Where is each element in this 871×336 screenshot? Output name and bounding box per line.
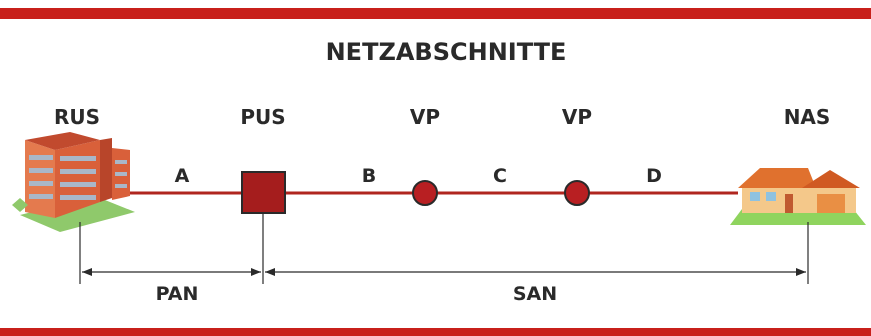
house-icon [730, 168, 866, 225]
node-label-nas: NAS [783, 105, 831, 129]
node-label-vp-1: VP [409, 105, 441, 129]
span-label-san: SAN [512, 283, 558, 305]
san-dimension-arrow [265, 268, 806, 276]
vp-circle-2 [564, 180, 590, 206]
span-label-pan: PAN [155, 283, 199, 305]
pus-box [241, 171, 286, 214]
segment-label-c: C [493, 165, 507, 187]
pan-dimension-arrow [82, 268, 261, 276]
vp-circle-1 [412, 180, 438, 206]
node-label-rus: RUS [53, 105, 101, 129]
segment-label-d: D [646, 165, 662, 187]
office-building-icon [12, 132, 135, 232]
top-frame-bar [0, 8, 871, 19]
diagram-title: NETZABSCHNITTE [325, 38, 567, 66]
bottom-frame-bar [0, 328, 871, 336]
node-label-pus: PUS [240, 105, 286, 129]
node-label-vp-2: VP [561, 105, 593, 129]
segment-label-b: B [361, 165, 377, 187]
segment-label-a: A [174, 165, 190, 187]
